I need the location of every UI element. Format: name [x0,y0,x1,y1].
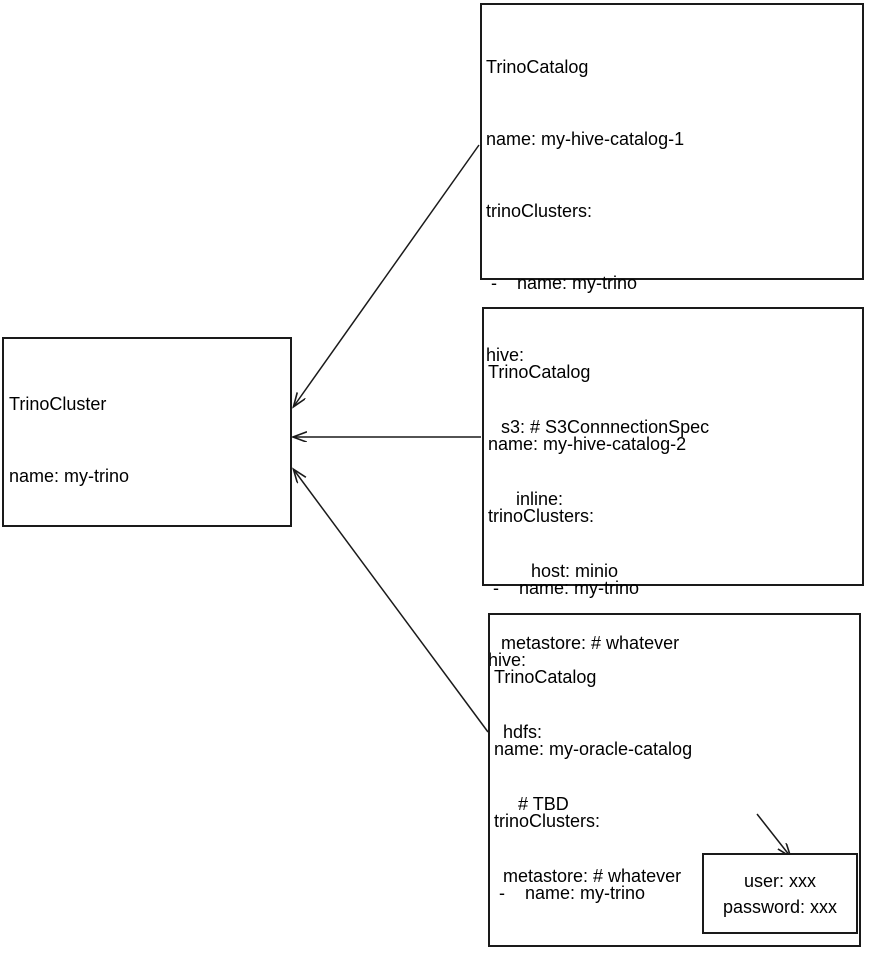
node-trino-catalog-hive-1[interactable] [480,3,864,280]
catalog-hive-2-line-5: hdfs: [488,722,543,742]
catalog-hive-2-line-3: - name: my-trino [488,578,640,598]
node-trino-cluster-text: TrinoCluster name: my-trino [9,344,284,536]
catalog-oracle-line-0: TrinoCatalog [494,667,597,687]
node-trino-catalog-hive-2-text: TrinoCatalog name: my-hive-catalog-2 tri… [488,312,858,936]
catalog-hive-1-line-6: inline: [486,489,564,509]
catalog-hive-2-line-1: name: my-hive-catalog-2 [488,434,687,454]
catalog-hive-1-line-5: s3: # S3ConnnectionSpec [486,417,710,437]
catalog-hive-2-line-6: # TBD [488,794,569,814]
node-trino-cluster-line-1: name: my-trino [9,466,130,486]
catalog-hive-2-line-2: trinoClusters: [488,506,595,526]
catalog-hive-1-line-7: host: minio [486,561,619,581]
node-secret[interactable]: user: xxx password: xxx [702,853,858,934]
catalog-hive-2-line-7: metastore: # whatever [488,866,682,886]
catalog-oracle-line-3: - name: my-trino [494,883,646,903]
edge-hive-catalog-1-to-cluster [294,144,480,406]
edge-credentials-secret-to-secret [756,813,790,856]
edge-oracle-catalog-to-cluster [294,470,489,733]
catalog-hive-1-line-8: metastore: # whatever [486,633,680,653]
catalog-oracle-line-2: trinoClusters: [494,811,601,831]
node-trino-catalog-oracle[interactable] [488,613,861,947]
catalog-hive-1-line-4: hive: [486,345,525,365]
catalog-hive-2-line-4: hive: [488,650,527,670]
catalog-hive-2-line-0: TrinoCatalog [488,362,591,382]
node-trino-catalog-hive-1-text: TrinoCatalog name: my-hive-catalog-1 tri… [486,7,858,703]
catalog-hive-1-line-3: - name: my-trino [486,273,638,293]
catalog-hive-1-line-2: trinoClusters: [486,201,593,221]
catalog-oracle-line-1: name: my-oracle-catalog [494,739,693,759]
catalog-hive-1-line-1: name: my-hive-catalog-1 [486,129,685,149]
secret-line-0: user: xxx [743,870,817,891]
node-trino-cluster[interactable] [2,337,292,527]
node-trino-catalog-oracle-text: TrinoCatalog name: my-oracle-catalog tri… [494,617,856,954]
catalog-hive-1-line-0: TrinoCatalog [486,57,589,77]
node-trino-cluster-line-0: TrinoCluster [9,394,107,414]
secret-line-1: password: xxx [722,896,838,917]
node-trino-catalog-hive-2[interactable] [482,307,864,586]
